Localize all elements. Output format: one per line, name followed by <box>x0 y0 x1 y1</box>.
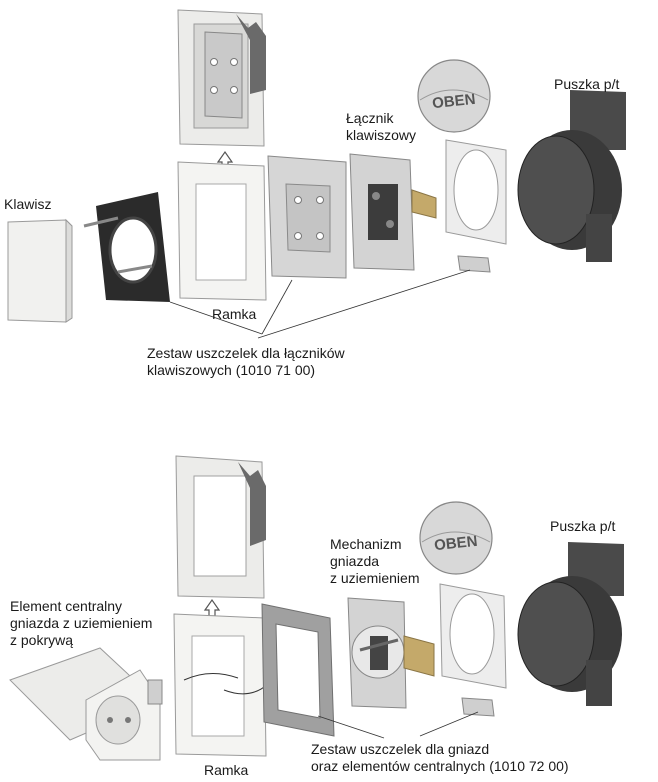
top-frame-label: Ramka <box>212 306 257 322</box>
bottom-up-arrow <box>203 598 221 617</box>
top-flush-box-label: Puszka p/t <box>554 76 620 92</box>
bottom-oben-text: OBEN <box>433 533 478 554</box>
bottom-leader-lines <box>317 711 479 739</box>
top-flush-box <box>517 90 626 262</box>
bottom-mechanism-label: Mechanizm gniazda z uziemieniem <box>330 536 420 586</box>
top-ring-seal <box>445 139 507 273</box>
top-support-plate <box>267 155 347 279</box>
top-rocker-key-label: Klawisz <box>4 196 52 212</box>
top-rocker-key <box>7 218 73 323</box>
bottom-frame <box>173 613 269 757</box>
top-black-seal <box>83 192 170 302</box>
top-oben-text: OBEN <box>431 91 476 112</box>
bottom-frame-cutaway <box>175 455 266 599</box>
bottom-flush-box <box>517 542 624 706</box>
bottom-oben-magnifier: OBEN <box>419 501 493 575</box>
top-frame <box>177 161 267 301</box>
top-switch-mechanism <box>349 153 437 271</box>
top-frame-cutaway <box>177 9 266 147</box>
bottom-seal-set-label: Zestaw uszczelek dla gniazd oraz element… <box>311 741 569 774</box>
top-assembly: OBEN <box>7 9 626 339</box>
top-switch-label: Łącznik klawiszowy <box>346 110 417 143</box>
top-leader-lines <box>169 269 471 339</box>
top-oben-magnifier: OBEN <box>417 59 491 133</box>
bottom-grey-seal-frame <box>261 603 335 737</box>
bottom-central-element-label: Element centralny gniazda z uziemieniem … <box>10 598 153 648</box>
bottom-ring-seal <box>439 583 507 717</box>
bottom-frame-label: Ramka <box>204 762 249 778</box>
bottom-socket-mechanism <box>347 597 435 709</box>
bottom-assembly: OBEN <box>9 455 624 761</box>
bottom-socket-central-element <box>9 647 163 761</box>
top-seal-set-label: Zestaw uszczelek dla łączników klawiszow… <box>147 345 345 378</box>
bottom-flush-box-label: Puszka p/t <box>550 518 616 534</box>
